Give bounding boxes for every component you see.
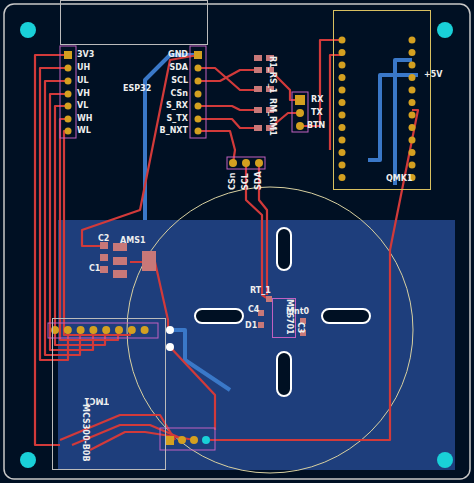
bottom-traces [145, 55, 418, 390]
silk-label: RT_1 [250, 287, 271, 295]
silk-label: GND [168, 51, 188, 59]
silk-label: SCL [171, 77, 188, 85]
silk-label: Mnt0 [286, 308, 309, 316]
silk-label: CSn [229, 173, 237, 190]
silk-label: S_TX [167, 115, 188, 123]
silk-label: TX [311, 109, 323, 117]
uart-pads [229, 95, 305, 167]
silk-label: C3 [296, 322, 304, 333]
vias [166, 326, 174, 351]
silk-label: S_RX [166, 102, 188, 110]
mounting-holes [20, 22, 453, 468]
component-ref: QMK1 [386, 175, 413, 183]
component-outline: MT6701 [272, 298, 296, 338]
component-ref: ESP32 [123, 85, 151, 93]
component-outline: ESP32 [60, 0, 208, 45]
esp32-header-pads [64, 51, 202, 135]
header-outlines [60, 46, 206, 138]
silk-label: C4 [248, 306, 259, 314]
silk-label: AMS1 [120, 237, 145, 245]
regulator-pads [100, 242, 156, 278]
silk-label: SDA [255, 171, 263, 190]
driver-header-pads [51, 326, 149, 334]
board-outline [4, 4, 470, 479]
silk-label: B_NXT [160, 127, 188, 135]
silk-label: SCL [242, 173, 250, 190]
silk-label: D1 [245, 322, 257, 330]
sensor-pads [258, 296, 306, 336]
uart-outline [292, 92, 308, 132]
component-outline: QMK1 [333, 10, 431, 190]
silk-label: RM_RM1 [268, 98, 276, 136]
component-outline: TMC1MCS300-B0B [52, 318, 166, 470]
silk-label: R1_RS_1 [268, 56, 276, 93]
silk-label: SDA [169, 64, 188, 72]
silk-label: C1 [89, 265, 100, 273]
silk-label: C2 [98, 235, 109, 243]
silk-label: CSn [171, 90, 188, 98]
component-ref: TMC1 [84, 396, 109, 404]
component-ref: MCS300-B0B [81, 404, 89, 462]
silk-label: WH [77, 115, 93, 123]
silk-label: RX [311, 96, 323, 104]
power-pads [165, 436, 210, 445]
silk-label: UH [77, 64, 90, 72]
motor-slots [195, 228, 370, 396]
top-traces [35, 40, 418, 450]
qmk-pads [339, 37, 416, 182]
silk-label: +5V [424, 71, 442, 79]
ground-pour [58, 220, 455, 470]
silk-label: VL [77, 102, 88, 110]
silk-label: VH [77, 90, 90, 98]
silk-label: UL [77, 77, 89, 85]
component-ref: MT6701 [285, 299, 293, 335]
silk-label: 3V3 [77, 51, 94, 59]
i2c-outline [227, 157, 265, 169]
silk-label: BTN [307, 122, 325, 130]
silk-label: WL [77, 127, 91, 135]
power-connector [160, 428, 215, 450]
driver-header-outline [48, 323, 158, 338]
